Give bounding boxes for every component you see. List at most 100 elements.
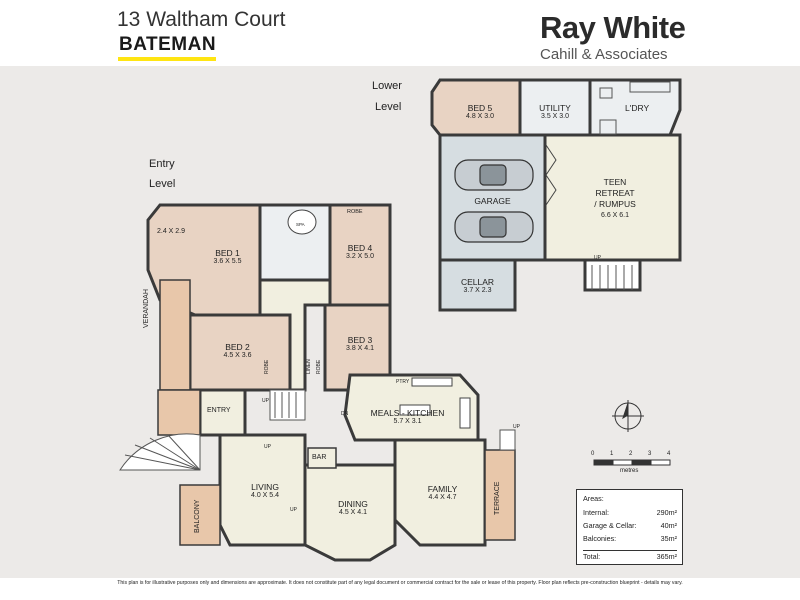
room-dims: 5.7 X 3.1 (393, 418, 422, 425)
room-verandah (159, 279, 191, 391)
room-label-robe: ROBE (347, 209, 363, 215)
areas-title: Areas: (583, 494, 604, 503)
room-label-balcony: BALCONY (194, 499, 201, 533)
room-label-cellar: CELLAR 3.7 X 2.3 (440, 277, 515, 294)
room-cellar (438, 258, 517, 312)
room-label-verandah: VERANDAH (143, 289, 150, 328)
areas-table: Areas: Internal: 290m² Garage & Cellar: … (576, 489, 683, 565)
room-label-utility: UTILITY 3.5 X 3.0 (520, 103, 590, 120)
areas-row: Total: 365m² (583, 550, 677, 561)
room-name: / RUMPUS (594, 199, 636, 209)
room-name: FAMILY (427, 484, 458, 494)
room-name: BED 4 (347, 243, 373, 253)
entry-porch (157, 389, 201, 436)
areas-label: Garage & Cellar: (583, 521, 637, 530)
room-label-entry: ENTRY (207, 407, 231, 414)
room-name: DINING (338, 499, 368, 509)
entry-level (146, 203, 487, 562)
areas-value: 290m² (656, 508, 677, 517)
room-label-bed5: BED 5 4.8 X 3.0 (440, 103, 520, 120)
spiral-stairs (119, 433, 201, 471)
scale-tick: 4 (667, 451, 671, 457)
room-name: UTILITY (539, 103, 571, 113)
entry-stairs (269, 389, 516, 451)
room-label-bay: 2.4 X 2.9 (157, 228, 186, 235)
scale-unit: metres (620, 468, 639, 474)
stairs-up-label: UP (290, 507, 297, 513)
room-label-ldry: L'DRY (625, 103, 650, 113)
suburb-underline (118, 57, 216, 61)
room-family (393, 438, 487, 547)
disclaimer-text: This plan is for illustrative purposes o… (117, 580, 683, 586)
areas-label: Balconies: (583, 534, 617, 543)
room-label-teen-retreat: TEEN RETREAT / RUMPUS 6.6 X 6.1 (575, 177, 655, 221)
room-label-bed2: BED 2 4.5 X 3.6 (195, 342, 280, 359)
footer (0, 578, 800, 600)
stairs-down-label: DN (341, 411, 349, 417)
room-name: CELLAR (460, 277, 495, 287)
room-dims: 3.6 X 5.5 (213, 258, 242, 265)
room-label-terrace: TERRACE (494, 481, 501, 515)
header: 13 Waltham Court BATEMAN Ray White Cahil… (0, 0, 800, 66)
room-dims: 3.7 X 2.3 (463, 287, 492, 294)
room-label-garage: GARAGE (474, 196, 511, 206)
room-dims: 4.5 X 4.1 (338, 509, 368, 516)
room-label-spa: SPA (296, 222, 305, 227)
room-name: TEEN (603, 177, 627, 187)
stairs-up-label: UP (513, 424, 520, 430)
room-label-living: LIVING 4.0 X 5.4 (230, 482, 300, 499)
room-name: RETREAT (595, 188, 635, 198)
room-name: LIVING (251, 482, 279, 492)
room-label-family: FAMILY 4.4 X 4.7 (405, 484, 480, 501)
stairs-up-label: UP (264, 444, 271, 450)
areas-value: 365m² (656, 552, 677, 561)
room-dims: 4.8 X 3.0 (465, 113, 495, 120)
scale-tick: 1 (610, 451, 614, 457)
lower-stairs (583, 258, 642, 292)
level-label-entry: Level (149, 178, 176, 190)
room-label-robe: ROBE (264, 359, 270, 374)
level-label-lower: Lower (372, 80, 402, 92)
room-terrace (484, 449, 516, 541)
lower-details (545, 81, 671, 290)
room-label-bar: BAR (312, 454, 327, 461)
room-dims: 4.5 X 3.6 (223, 352, 252, 359)
brand-office: Cahill & Associates (540, 46, 668, 63)
room-label-bed3: BED 3 3.8 X 4.1 (330, 335, 390, 352)
room-dims: 3.2 X 5.0 (345, 253, 375, 260)
room-entry (198, 388, 247, 437)
room-label-meals-kitchen: MEALS - KITCHEN 5.7 X 3.1 (355, 408, 460, 425)
level-label-entry: Entry (149, 158, 175, 170)
property-suburb: BATEMAN (119, 34, 217, 55)
room-label-bed1: BED 1 3.6 X 5.5 (195, 248, 260, 265)
room-balcony (179, 484, 221, 546)
room-bed2 (188, 313, 292, 392)
room-name: BED 5 (467, 103, 493, 113)
room-name: BED 1 (215, 248, 240, 258)
kitchen-fixtures (399, 377, 471, 429)
bar-counter (307, 447, 337, 469)
room-teen-retreat (543, 133, 682, 262)
room-dims: 3.5 X 3.0 (540, 113, 570, 120)
property-address: 13 Waltham Court (117, 8, 286, 31)
room-name: BED 2 (225, 342, 250, 352)
brand-logo: Ray White (540, 10, 686, 45)
areas-label: Internal: (583, 508, 609, 517)
room-dims: 4.0 X 5.4 (250, 492, 280, 499)
room-dims: 3.8 X 4.1 (345, 345, 375, 352)
scale-tick: 3 (648, 451, 652, 457)
scale-bar (593, 459, 671, 466)
scale-tick: 2 (629, 451, 633, 457)
level-label-lower: Level (375, 101, 402, 113)
room-label-robe: ROBE (316, 359, 322, 374)
north-compass-icon (612, 400, 644, 432)
room-label-pantry: PTRY (396, 379, 410, 385)
room-name: BED 3 (347, 335, 373, 345)
car-icon (454, 159, 534, 243)
room-name: MEALS - KITCHEN (370, 408, 445, 418)
areas-value: 40m² (660, 521, 677, 530)
scale-tick: 0 (591, 451, 595, 457)
room-label-linen: LINEN (306, 359, 312, 374)
room-dims: 6.6 X 6.1 (600, 212, 630, 219)
